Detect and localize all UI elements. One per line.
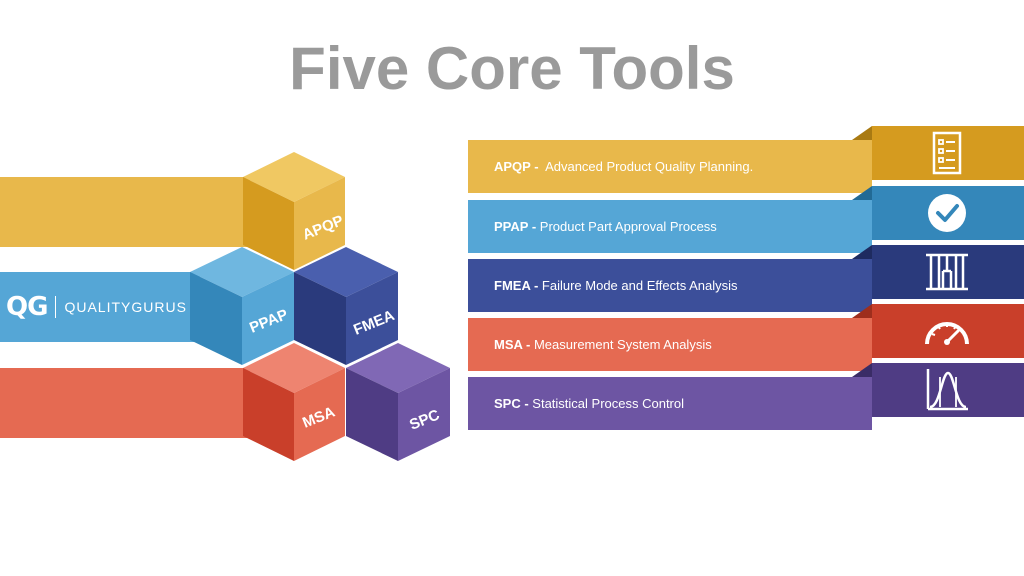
- icon-tab-fmea: [872, 245, 1024, 299]
- checklist-icon: [932, 131, 962, 175]
- tool-text-fmea: FMEA - Failure Mode and Effects Analysis: [468, 278, 738, 293]
- cube-spc: SPC: [346, 343, 450, 461]
- bell-curve-icon: [926, 369, 968, 411]
- tool-abbr: PPAP -: [494, 219, 537, 234]
- tool-text-apqp: APQP - Advanced Product Quality Planning…: [468, 159, 753, 174]
- gauge-icon: [925, 322, 969, 345]
- cube-fmea: FMEA: [294, 247, 398, 365]
- fault-tree-icon: [926, 253, 968, 291]
- icon-tab-spc: [872, 363, 1024, 417]
- tool-abbr: SPC -: [494, 396, 529, 411]
- qualitygurus-logo: QG QUALITYGURUS: [6, 292, 187, 322]
- tool-text-ppap: PPAP - Product Part Approval Process: [468, 219, 717, 234]
- icon-tab-msa: [872, 304, 1024, 358]
- tool-desc: Failure Mode and Effects Analysis: [538, 278, 738, 293]
- cube-stack: APQP PPAP FMEA MSA SPC: [190, 152, 450, 461]
- tool-abbr: APQP -: [494, 159, 539, 174]
- tool-desc: Product Part Approval Process: [536, 219, 717, 234]
- check-circle-icon: [928, 194, 966, 232]
- tool-text-spc: SPC - Statistical Process Control: [468, 396, 684, 411]
- tool-row-spc: SPC - Statistical Process Control: [468, 377, 872, 430]
- icon-tab-ppap: [872, 186, 1024, 240]
- tool-row-msa: MSA - Measurement System Analysis: [468, 318, 872, 371]
- logo-divider: [55, 296, 57, 318]
- tool-desc: Advanced Product Quality Planning.: [538, 159, 754, 174]
- tool-row-apqp: APQP - Advanced Product Quality Planning…: [468, 140, 872, 193]
- apqp-band: [0, 177, 250, 247]
- msa-band: [0, 368, 250, 438]
- ribbon-fold: [852, 126, 872, 140]
- tool-row-fmea: FMEA - Failure Mode and Effects Analysis: [468, 259, 872, 312]
- tool-abbr: FMEA -: [494, 278, 539, 293]
- tool-text-msa: MSA - Measurement System Analysis: [468, 337, 712, 352]
- icon-tab-apqp: [872, 126, 1024, 180]
- tool-desc: Measurement System Analysis: [530, 337, 712, 352]
- cube-apqp: APQP: [243, 152, 346, 270]
- cube-msa: MSA: [243, 343, 345, 461]
- tool-desc: Statistical Process Control: [528, 396, 685, 411]
- ppap-band: [0, 272, 200, 342]
- logo-name: QUALITYGURUS: [64, 299, 187, 315]
- slide-title: Five Core Tools: [289, 35, 735, 102]
- logo-mark: QG: [6, 292, 48, 322]
- tool-abbr: MSA -: [494, 337, 531, 352]
- cube-ppap: PPAP: [190, 247, 294, 365]
- tool-row-ppap: PPAP - Product Part Approval Process: [468, 200, 872, 253]
